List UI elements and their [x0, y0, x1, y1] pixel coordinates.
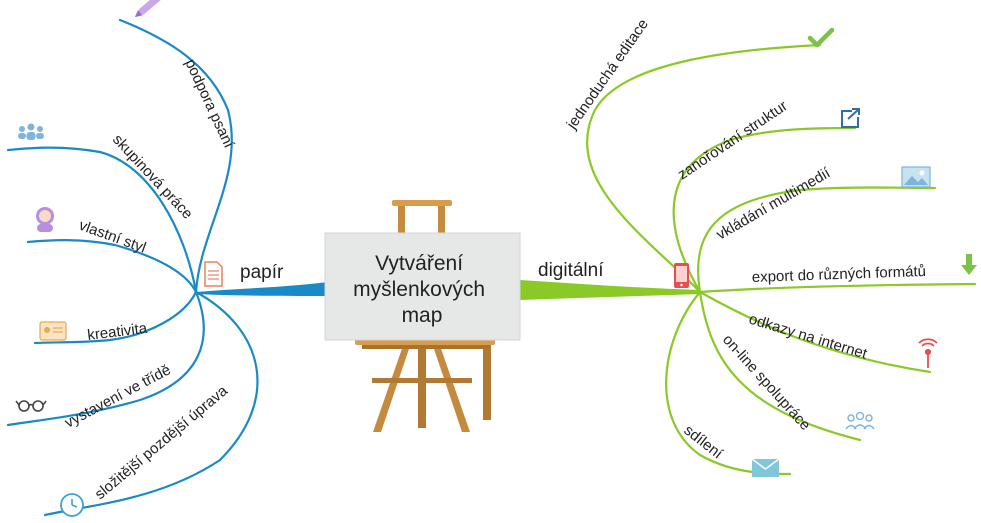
- center-title: Vytváření myšlenkových map: [353, 252, 491, 327]
- easel-icon: [355, 200, 495, 432]
- branch-label-online: on-line spolupráce: [719, 331, 814, 433]
- branch-line-vlastni-styl: [26, 239, 198, 294]
- paper-trunk: [196, 282, 328, 296]
- image-icon: [901, 166, 931, 188]
- branch-label-zanorovani: zanořování struktur: [675, 97, 791, 183]
- download-icon: [961, 254, 977, 275]
- digital-trunk: [520, 280, 700, 300]
- branch-label-odkazy: odkazy na internet: [747, 311, 870, 363]
- center-canvas: [324, 232, 521, 341]
- branch-line-slozitejsi: [43, 290, 259, 517]
- branch-line-odkazy: [698, 290, 932, 374]
- branch-label-podpora-psani: podpora psaní: [181, 57, 237, 152]
- smartphone-icon: [674, 263, 689, 288]
- glasses-icon: [15, 400, 47, 412]
- person-icon: [36, 207, 54, 232]
- branch-line-online: [698, 290, 862, 442]
- broadcast-icon: [918, 338, 938, 368]
- clock-icon: [60, 493, 84, 517]
- branch-label-skupinova-prace: skupinová práce: [109, 131, 196, 222]
- branch-line-vkladani: [697, 186, 937, 294]
- branch-line-zanorovani: [672, 126, 857, 294]
- id-card-icon: [39, 321, 67, 341]
- branch-line-jednoducha-editace: [586, 43, 822, 294]
- branch-label-jednoducha-editace: jednoduchá editace: [563, 16, 652, 133]
- branch-line-export: [698, 282, 977, 294]
- digital-label: digitální: [538, 260, 604, 281]
- share-icon: [841, 108, 860, 128]
- branch-line-podpora-psani: [118, 18, 233, 294]
- branch-line-skupinova-prace: [6, 146, 198, 294]
- envelope-icon: [751, 458, 780, 477]
- pen-icon: [134, 0, 162, 18]
- branch-line-vystaveni: [6, 290, 205, 427]
- branch-line-kreativita: [33, 290, 198, 345]
- branch-label-vlastni-styl: vlastní styl: [77, 217, 149, 257]
- group-icon: [845, 411, 875, 430]
- branch-label-vkladani: vkládání multimedií: [714, 164, 834, 243]
- branch-label-export: export do různých formátů: [752, 263, 927, 286]
- document-icon: [204, 261, 223, 287]
- paper-label: papír: [240, 262, 284, 283]
- group-icon: [18, 123, 44, 140]
- checkmark-icon: [807, 27, 835, 48]
- branch-label-vystaveni: vystavení ve třídě: [62, 361, 174, 431]
- branch-label-kreativita: kreativita: [86, 320, 148, 344]
